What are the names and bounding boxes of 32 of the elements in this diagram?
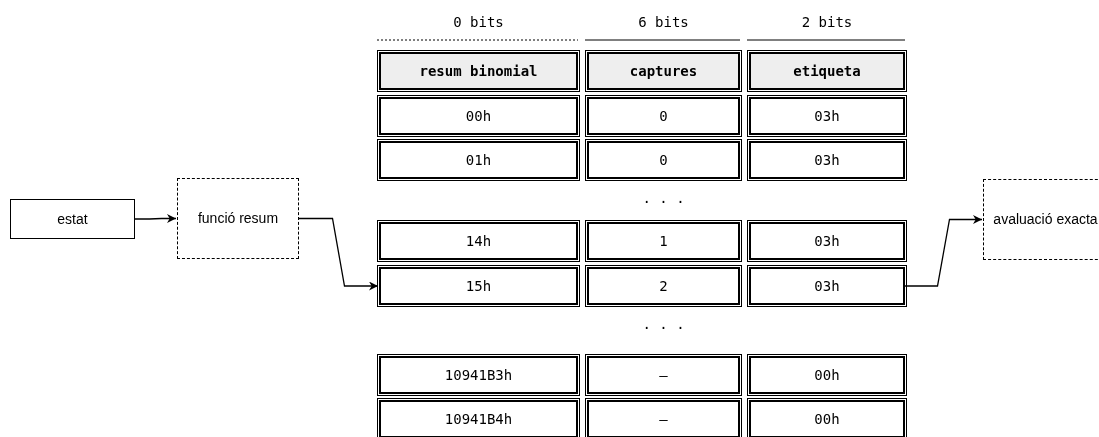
- arrow: [298, 217, 379, 291]
- table-cell: 15h: [379, 267, 578, 305]
- table-cell: 14h: [379, 222, 578, 260]
- table-cell: 10941B3h: [379, 356, 578, 394]
- table-cell: 03h: [749, 222, 905, 260]
- header-cell: captures: [587, 52, 740, 90]
- bit-width-label: 0 bits: [452, 14, 505, 30]
- table-cell: 00h: [749, 356, 905, 394]
- process-box: avaluació exacta: [983, 179, 1099, 260]
- table-cell: –: [587, 400, 740, 437]
- table-cell: 03h: [749, 267, 905, 305]
- state-box: estat: [10, 199, 135, 239]
- table-cell: 00h: [379, 97, 578, 135]
- arrow: [904, 215, 983, 287]
- table-cell: 03h: [749, 97, 905, 135]
- table-cell: 10941B4h: [379, 400, 578, 437]
- bit-width-label: 2 bits: [800, 14, 854, 30]
- header-cell: resum binomial: [379, 52, 578, 90]
- table-cell: 0: [587, 141, 740, 179]
- header-cell: etiqueta: [749, 52, 905, 90]
- arrow: [134, 214, 177, 223]
- table-cell: 00h: [749, 400, 905, 437]
- table-cell: 03h: [749, 141, 905, 179]
- ellipsis: . . .: [641, 316, 686, 332]
- table-cell: 01h: [379, 141, 578, 179]
- process-box: funció resum: [177, 178, 299, 259]
- table-cell: –: [587, 356, 740, 394]
- table-cell: 0: [587, 97, 740, 135]
- table-cell: 1: [587, 222, 740, 260]
- table-cell: 2: [587, 267, 740, 305]
- bit-width-label: 6 bits: [637, 14, 690, 30]
- ellipsis: . . .: [641, 190, 686, 206]
